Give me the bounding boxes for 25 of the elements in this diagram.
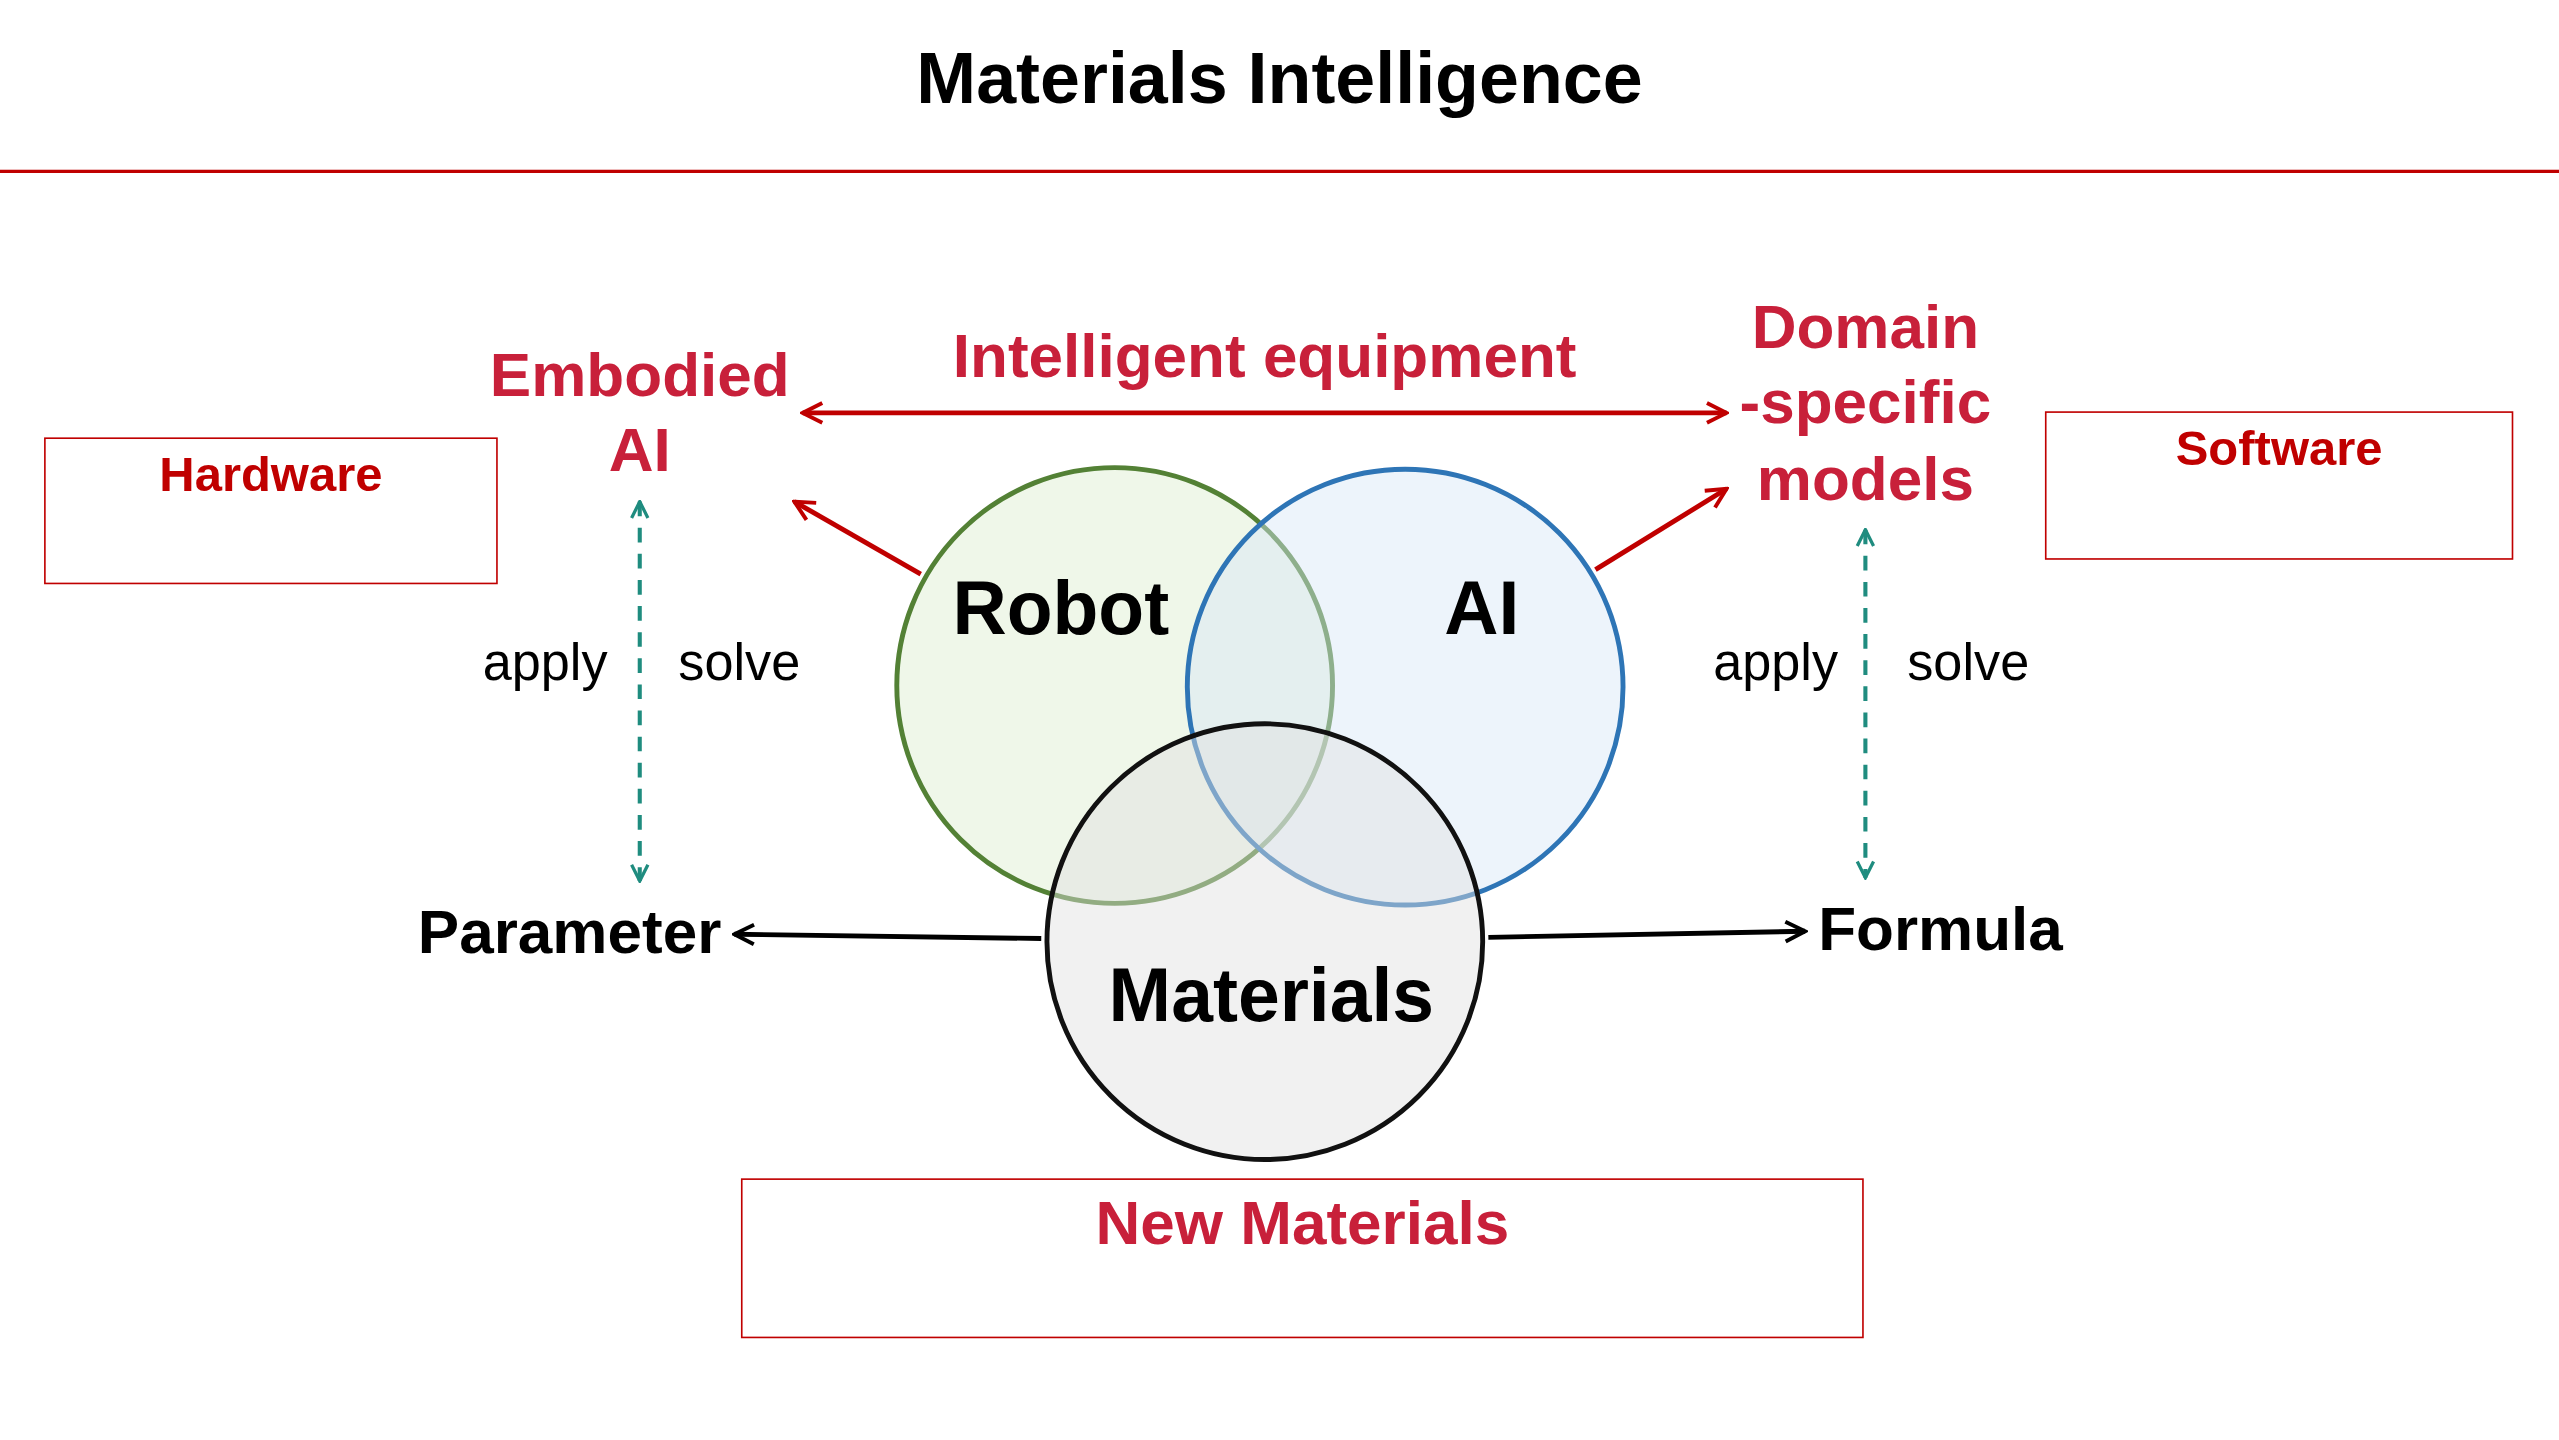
node-text: Domain -specific models <box>1739 289 1992 517</box>
box-title: Hardware <box>158 446 384 504</box>
outlined-box <box>740 1178 1864 1339</box>
dashed-arrow <box>1855 528 1876 880</box>
circle-label: AI <box>1444 567 1520 651</box>
arrow <box>792 499 922 577</box>
text-label: apply <box>482 631 608 694</box>
title: Materials Intelligence <box>915 36 1644 120</box>
dashed-arrow <box>629 500 650 883</box>
box-title: New Materials <box>1094 1187 1511 1259</box>
circle-label: Robot <box>952 567 1170 651</box>
node-text: Embodied AI <box>489 337 790 489</box>
arrow <box>1594 486 1729 572</box>
text-label: solve <box>1907 631 2030 694</box>
box-title: Software <box>2174 420 2384 477</box>
node-text: Formula <box>1818 890 2063 967</box>
arrow <box>732 922 1042 947</box>
arrow <box>800 401 1729 425</box>
outlined-box <box>2044 411 2514 560</box>
text-label: solve <box>678 631 801 694</box>
circle-label: Materials <box>1108 954 1435 1037</box>
arrow <box>1488 919 1808 944</box>
node-text: Parameter <box>417 894 722 970</box>
outlined-box <box>44 437 498 585</box>
text-label: apply <box>1713 631 1839 694</box>
